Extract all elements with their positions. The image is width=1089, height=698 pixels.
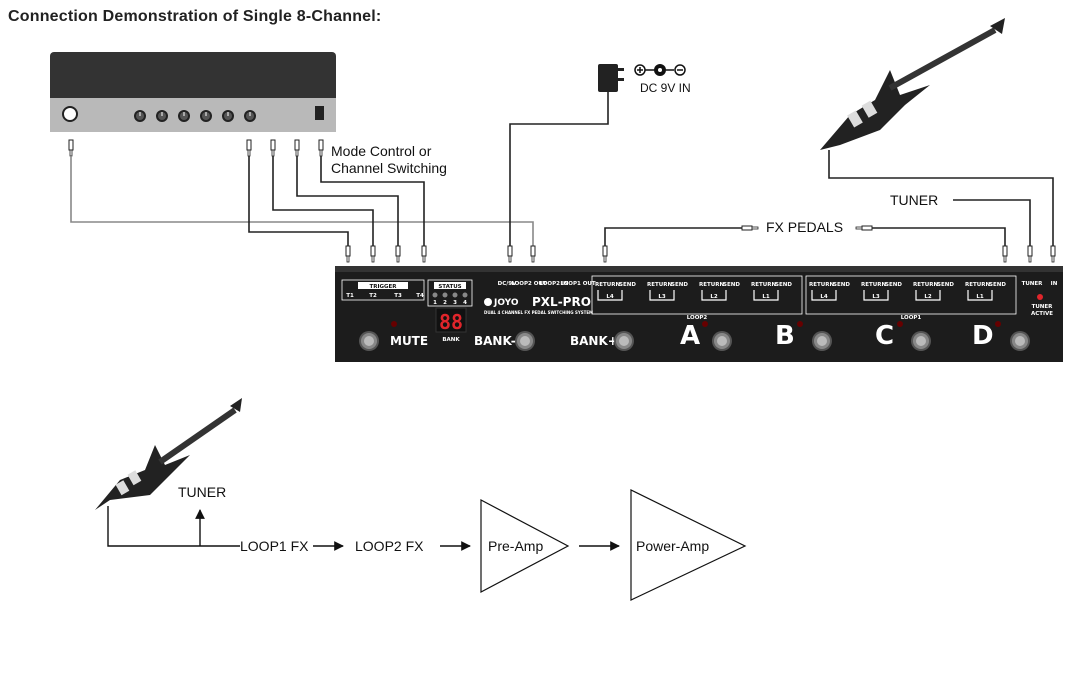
poweramp-block	[630, 489, 747, 601]
svg-text:IN: IN	[1051, 281, 1058, 287]
footswitch-d[interactable]	[1010, 331, 1030, 351]
flow-loop1: LOOP1 FX	[240, 538, 309, 554]
svg-text:TUNER: TUNER	[1032, 304, 1054, 310]
preamp-block	[480, 499, 570, 593]
send-label: SEND	[619, 282, 636, 288]
amp-power-switch	[315, 106, 324, 120]
loop-channel-label: L2	[710, 294, 718, 300]
svg-text:1: 1	[433, 300, 437, 306]
send-label: SEND	[937, 282, 954, 288]
send-label: SEND	[885, 282, 902, 288]
svg-text:LOOP2 IN: LOOP2 IN	[539, 281, 568, 287]
svg-text:STATUS: STATUS	[438, 284, 461, 290]
loop-channel-label: L1	[976, 294, 984, 300]
send-label: SEND	[833, 282, 850, 288]
svg-text:DUAL 4 CHANNEL FX PEDAL SWITCH: DUAL 4 CHANNEL FX PEDAL SWITCHING SYSTEM	[484, 310, 593, 315]
svg-text:TUNER: TUNER	[1022, 281, 1044, 287]
svg-text:DC/9V: DC/9V	[498, 281, 517, 287]
svg-text:T1: T1	[346, 293, 354, 299]
svg-text:BANK: BANK	[442, 337, 460, 343]
amp-note-line1: Mode Control or	[331, 143, 432, 159]
page-title: Connection Demonstration of Single 8-Cha…	[8, 8, 382, 25]
power-label: DC 9V IN	[640, 81, 691, 95]
bank-display: 88	[439, 310, 463, 334]
svg-text:LOOP2 OUT: LOOP2 OUT	[511, 281, 547, 287]
footswitch-c[interactable]	[911, 331, 931, 351]
return-label: RETURN	[647, 282, 672, 288]
polarity-icon	[634, 64, 686, 76]
svg-text:T4: T4	[416, 293, 424, 299]
return-label: RETURN	[699, 282, 724, 288]
svg-text:ACTIVE: ACTIVE	[1031, 311, 1053, 317]
loop-channel-label: L2	[924, 294, 932, 300]
footswitch-a[interactable]	[712, 331, 732, 351]
svg-text:LOOP1: LOOP1	[901, 315, 922, 321]
pxl-pro-pedal: TRIGGER T1 T2 T3 T4 STATUS 1 2 3 4 DC/9V…	[335, 266, 1063, 362]
svg-text:LOOP1 OUT: LOOP1 OUT	[560, 281, 596, 287]
send-label: SEND	[671, 282, 688, 288]
amplifier	[50, 52, 336, 132]
svg-text:TRIGGER: TRIGGER	[369, 284, 397, 290]
send-label: SEND	[723, 282, 740, 288]
flow-poweramp: Power-Amp	[636, 538, 709, 554]
guitar-icon	[820, 18, 1005, 150]
fx-pedals-label: FX PEDALS	[766, 219, 843, 235]
flow-tuner: TUNER	[178, 484, 226, 500]
flow-loop2: LOOP2 FX	[355, 538, 424, 554]
loop-channel-label: L4	[606, 294, 614, 300]
model-label: PXL-PRO	[532, 295, 591, 309]
return-label: RETURN	[965, 282, 990, 288]
send-label: SEND	[989, 282, 1006, 288]
mute-footswitch[interactable]	[359, 331, 379, 351]
loop2-jacks	[597, 290, 779, 301]
svg-text:4: 4	[463, 300, 467, 306]
bank-plus-footswitch[interactable]	[614, 331, 634, 351]
return-label: RETURN	[751, 282, 776, 288]
footswitch-b-label: B	[775, 321, 795, 351]
loop-channel-label: L1	[762, 294, 770, 300]
footswitch-c-label: C	[875, 321, 894, 351]
brand-label: JOYO	[493, 298, 519, 308]
bank-minus-label: BANK-	[474, 334, 516, 348]
joyo-logo-icon	[484, 298, 492, 306]
amp-input-jack	[62, 106, 78, 122]
flow-preamp: Pre-Amp	[488, 538, 543, 554]
amp-note-line2: Channel Switching	[331, 160, 447, 176]
tuner-led	[1037, 294, 1043, 300]
bank-plus-label: BANK+	[570, 334, 618, 348]
svg-text:T3: T3	[394, 293, 402, 299]
footswitch-d-label: D	[972, 321, 994, 351]
svg-text:T2: T2	[369, 293, 377, 299]
return-label: RETURN	[809, 282, 834, 288]
return-label: RETURN	[861, 282, 886, 288]
loop-channel-label: L4	[820, 294, 828, 300]
send-label: SEND	[775, 282, 792, 288]
bank-minus-footswitch[interactable]	[515, 331, 535, 351]
svg-text:2: 2	[443, 300, 447, 306]
mute-label: MUTE	[390, 334, 428, 348]
tuner-label: TUNER	[890, 192, 938, 208]
footswitch-a-label: A	[680, 321, 700, 351]
loop1-jacks	[811, 290, 993, 301]
power-adapter: DC 9V IN	[598, 64, 691, 95]
loop-channel-label: L3	[658, 294, 666, 300]
guitar-icon	[95, 398, 242, 510]
loop-channel-label: L3	[872, 294, 880, 300]
footswitch-b[interactable]	[812, 331, 832, 351]
svg-text:LOOP2: LOOP2	[687, 315, 708, 321]
return-label: RETURN	[595, 282, 620, 288]
return-label: RETURN	[913, 282, 938, 288]
svg-text:3: 3	[453, 300, 457, 306]
